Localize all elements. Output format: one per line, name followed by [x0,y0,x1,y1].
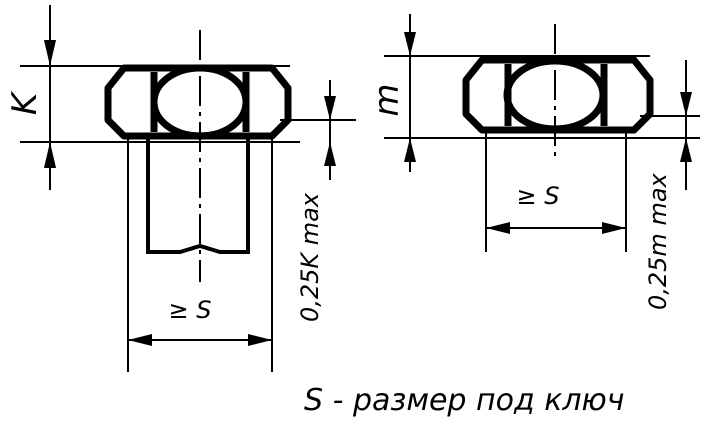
bolt-drawing: K ≥ S 0,25K max [5,5,356,372]
nut-across-flats-arrow-right [602,222,626,234]
nut-across-flats-label: ≥ S [517,182,560,210]
caption: S - размер под ключ [304,383,625,418]
bolt-across-flats-arrow-right [248,334,272,346]
bolt-bearing-arrow-bottom [324,142,336,166]
bolt-across-flats-label: ≥ S [169,296,212,324]
nut-bearing-arrow-top [680,92,692,116]
nut-across-flats-arrow-left [486,222,510,234]
nut-height-arrow-bottom [404,138,416,162]
bolt-bearing-label: 0,25K max [296,192,324,322]
nut-bearing-arrow-bottom [680,138,692,162]
bolt-bearing-arrow-top [324,96,336,120]
bolt-height-arrow-bottom [44,142,56,168]
nut-drawing: m ≥ S 0,25m max [367,14,700,310]
nut-height-label: m [367,83,407,116]
nut-outline [462,56,654,134]
bolt-head-outline [104,64,292,140]
bolt-across-flats-arrow-left [128,334,152,346]
nut-height-arrow-top [404,32,416,56]
bolt-height-label: K [5,90,45,115]
nut-bearing-label: 0,25m max [644,172,672,310]
bolt-height-arrow-top [44,40,56,66]
bolt-shank [146,138,250,254]
